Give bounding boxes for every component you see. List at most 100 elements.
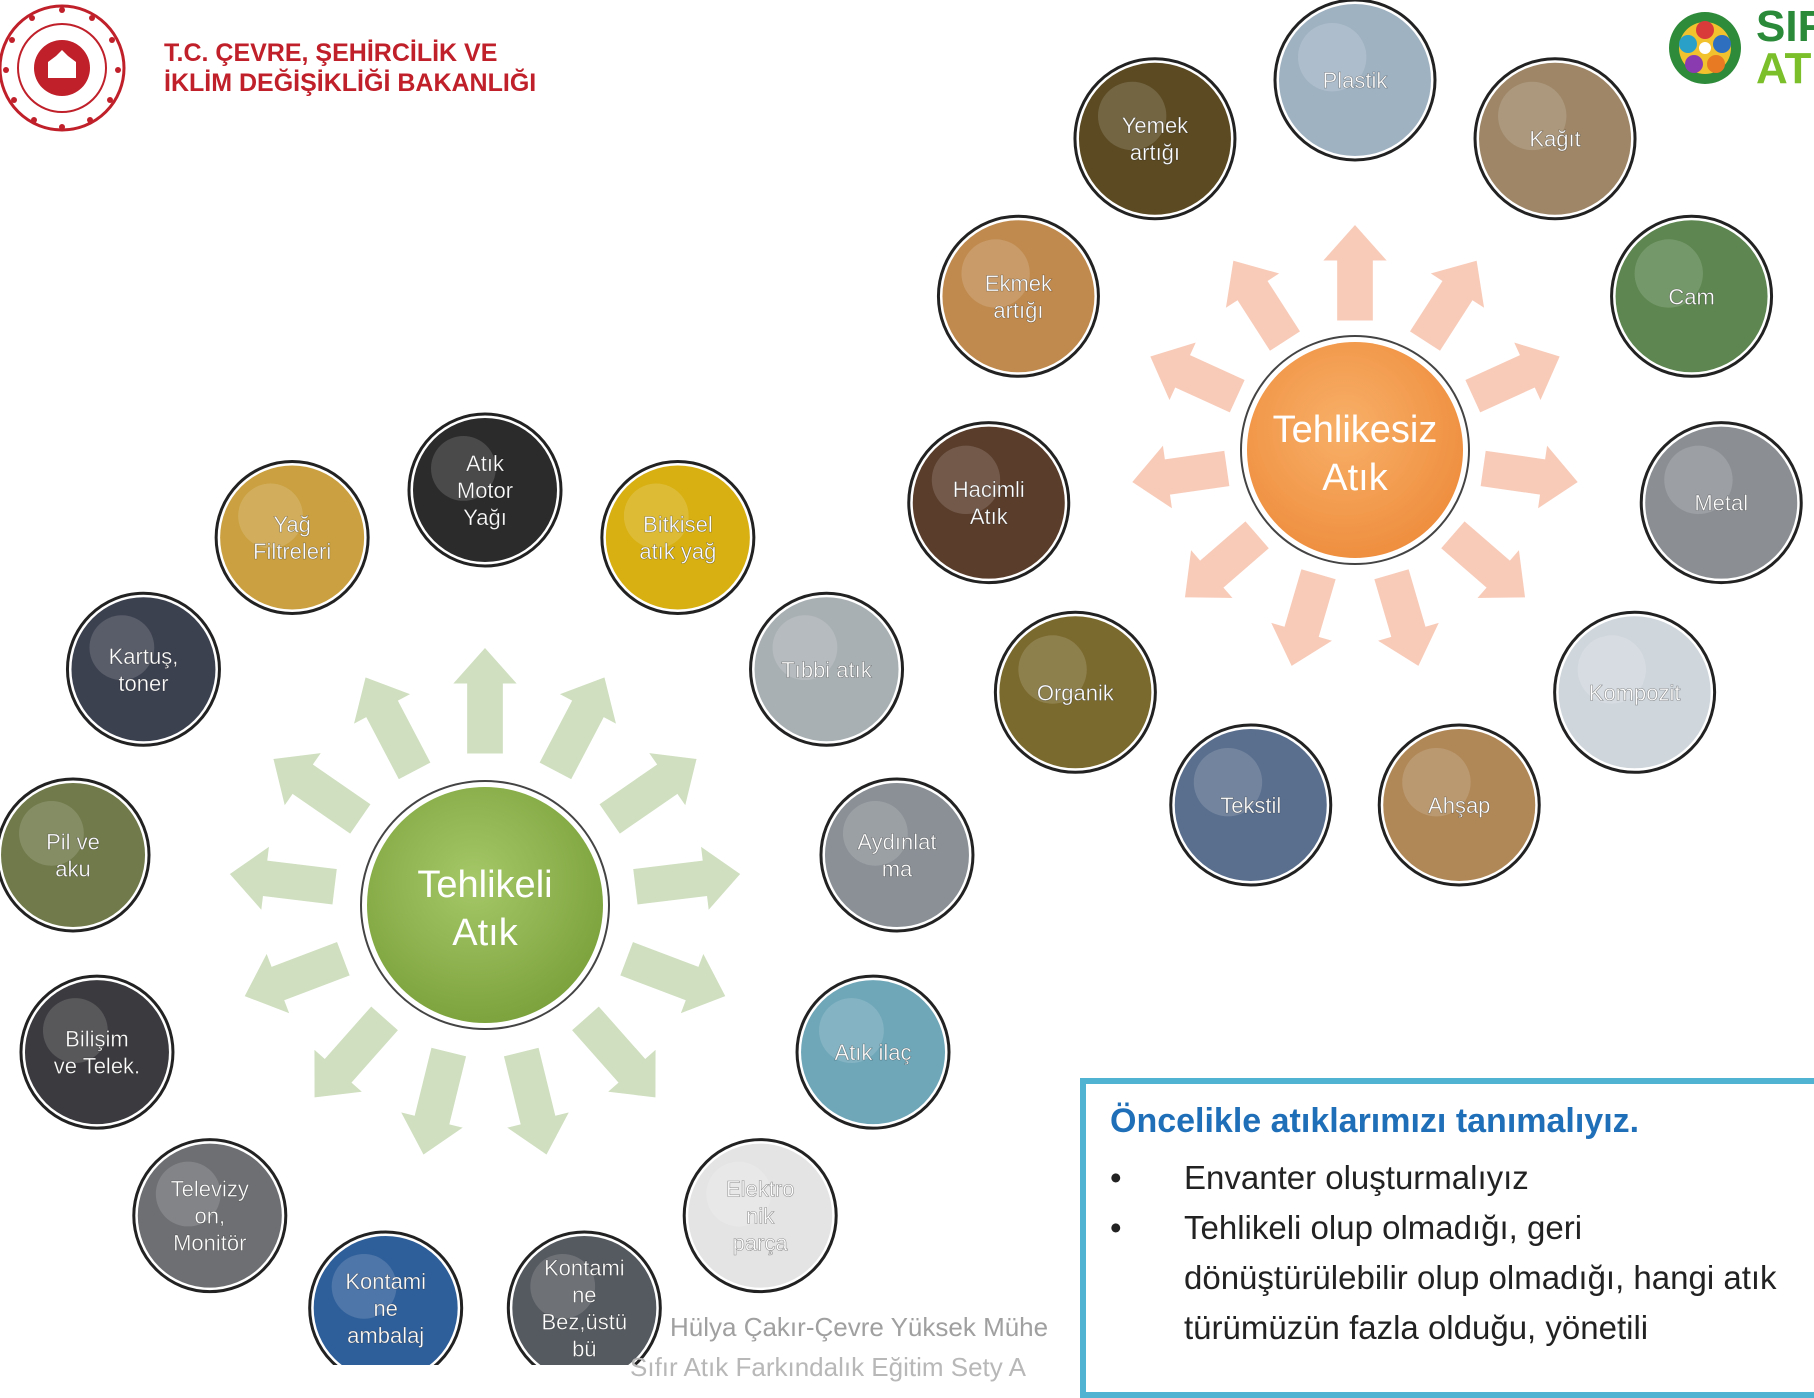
hazardous-item-label: Atık <box>466 451 505 476</box>
nonhazardous-item: Organik <box>993 610 1157 774</box>
bulky-furniture-photo <box>912 426 1065 579</box>
nonhazardous-item-label: Kağıt <box>1529 127 1580 152</box>
hazardous-item-label: Televizy <box>171 1177 249 1202</box>
nonhazardous-item: Cam <box>1610 214 1774 378</box>
nonhazardous-center-circle <box>1247 342 1463 558</box>
hazardous-item-label: atık yağ <box>639 539 716 564</box>
nonhazardous-center-subtitle: Atık <box>1322 457 1388 499</box>
nonhazardous-item: Metal <box>1639 421 1803 585</box>
lighting-tubes-photo <box>824 782 969 927</box>
battery-photo <box>1 782 146 927</box>
hazardous-item-label: ambalaj <box>347 1323 424 1348</box>
ministry-name: T.C. ÇEVRE, ŞEHİRCİLİK VE İKLİM DEĞİŞİKL… <box>164 38 536 98</box>
photo-highlight <box>1498 81 1567 151</box>
hazardous-item-label: Bez,üstü <box>542 1309 628 1334</box>
brand-text-1: SIF <box>1756 2 1814 51</box>
hazardous-item-label: ne <box>373 1296 397 1321</box>
photo-highlight <box>623 483 689 549</box>
photo-highlight <box>819 998 884 1063</box>
info-box-list: • Envanter oluşturmalıyız •Tehlikeli olup… <box>1110 1153 1814 1353</box>
photo-highlight <box>1193 748 1263 817</box>
photo-highlight <box>431 436 496 501</box>
hazardous-arrow <box>394 1043 472 1161</box>
info-box-item-text: Envanter oluşturmalıyız <box>1184 1159 1529 1196</box>
nonhazardous-item-label: Atık <box>970 504 1009 529</box>
hazardous-arrow <box>615 936 731 1020</box>
nonhazardous-arrow <box>1220 255 1306 356</box>
photo-highlight <box>1097 81 1167 151</box>
footer-line-2: Sıfır Atık Farkındalık Eğitim Sety A <box>630 1352 1026 1382</box>
brand-text-2: AT <box>1756 44 1812 93</box>
nonhazardous-arrow <box>1435 515 1530 603</box>
composite-photo <box>1558 616 1711 769</box>
photo-highlight <box>530 1253 596 1319</box>
nonhazardous-item: Kağıt <box>1473 57 1637 221</box>
photo-highlight <box>42 998 108 1063</box>
nonhazardous-item-label: Ahşap <box>1428 793 1490 818</box>
photo-highlight <box>1664 445 1733 515</box>
hazardous-arrow <box>239 936 355 1020</box>
photo-highlight <box>1577 635 1647 704</box>
oil-filter-photo <box>220 465 365 610</box>
ministry-emblem-icon <box>0 4 126 132</box>
hazardous-item-label: Atık ilaç <box>835 1040 912 1065</box>
photo-highlight <box>19 800 84 866</box>
hazardous-item-label: toner <box>118 671 168 696</box>
nonhazardous-arrow <box>1460 336 1566 418</box>
hazardous-item: Tıbbi atık <box>749 591 905 747</box>
nonhazardous-item-label: artığı <box>993 298 1043 323</box>
bread-photo <box>942 220 1095 373</box>
organic-photo <box>999 616 1152 769</box>
hazardous-item-label: Kontami <box>345 1269 426 1294</box>
hazardous-center-title: Tehlikeli <box>417 864 552 906</box>
nonhazardous-arrow <box>1404 255 1490 356</box>
bullet: • <box>1110 1159 1122 1196</box>
info-box-title: Öncelikle atıklarımızı tanımalıyız. <box>1110 1102 1640 1140</box>
hazardous-item-label: Filtreleri <box>253 539 331 564</box>
ministry-line-2: İKLİM DEĞİŞİKLİĞİ BAKANLIĞI <box>164 69 537 97</box>
photo-highlight <box>1018 635 1087 704</box>
it-devices-photo <box>24 980 169 1125</box>
photo-highlight <box>842 800 908 866</box>
hazardous-arrow <box>445 641 525 757</box>
cloth-photo <box>512 1235 657 1365</box>
nonhazardous-item-label: Ekmek <box>985 271 1053 296</box>
hazardous-item-label: Monitör <box>173 1231 246 1256</box>
nonhazardous-item: Tekstil <box>1169 723 1333 887</box>
hazardous-center-circle <box>367 787 603 1023</box>
hazardous-item-label: ma <box>882 856 913 881</box>
info-box-item: •Tehlikeli olup olmadığı, geri dönüştürü… <box>1110 1203 1814 1353</box>
hazardous-arrow <box>594 748 702 840</box>
hazardous-arrow <box>534 672 622 784</box>
hazardous-arrow <box>629 839 747 919</box>
nonhazardous-item-label: artığı <box>1130 140 1180 165</box>
hazardous-item-label: bü <box>572 1336 596 1361</box>
nonhazardous-item-label: Yemek <box>1122 113 1189 138</box>
hazardous-item-label: aku <box>55 856 90 881</box>
info-box-item-text: Tehlikeli olup olmadığı, geri dönüştürül… <box>1184 1209 1777 1346</box>
photo-highlight <box>1634 239 1703 308</box>
hazardous-item-label: Pil ve <box>46 829 100 854</box>
hazardous-item: Kartuş,toner <box>65 591 221 747</box>
nonhazardous-item-label: Tekstil <box>1220 793 1281 818</box>
food-photo <box>1078 62 1231 215</box>
nonhazardous-item: Plastik <box>1273 0 1437 162</box>
hazardous-arrow <box>223 839 341 919</box>
hazardous-item-label: Motor <box>457 478 513 503</box>
footer-author: Hülya Çakır-Çevre Yüksek Mühe <box>670 1312 1049 1342</box>
hazardous-item-label: Yağı <box>463 505 507 530</box>
photo-highlight <box>238 483 303 549</box>
monitor-photo <box>137 1143 282 1288</box>
photo-highlight <box>331 1253 397 1319</box>
nonhazardous-arrow <box>1126 437 1233 516</box>
photo-highlight <box>1402 748 1471 817</box>
hazardous-item-label: Elektro <box>726 1177 794 1202</box>
hazardous-item-label: nik <box>746 1204 775 1229</box>
